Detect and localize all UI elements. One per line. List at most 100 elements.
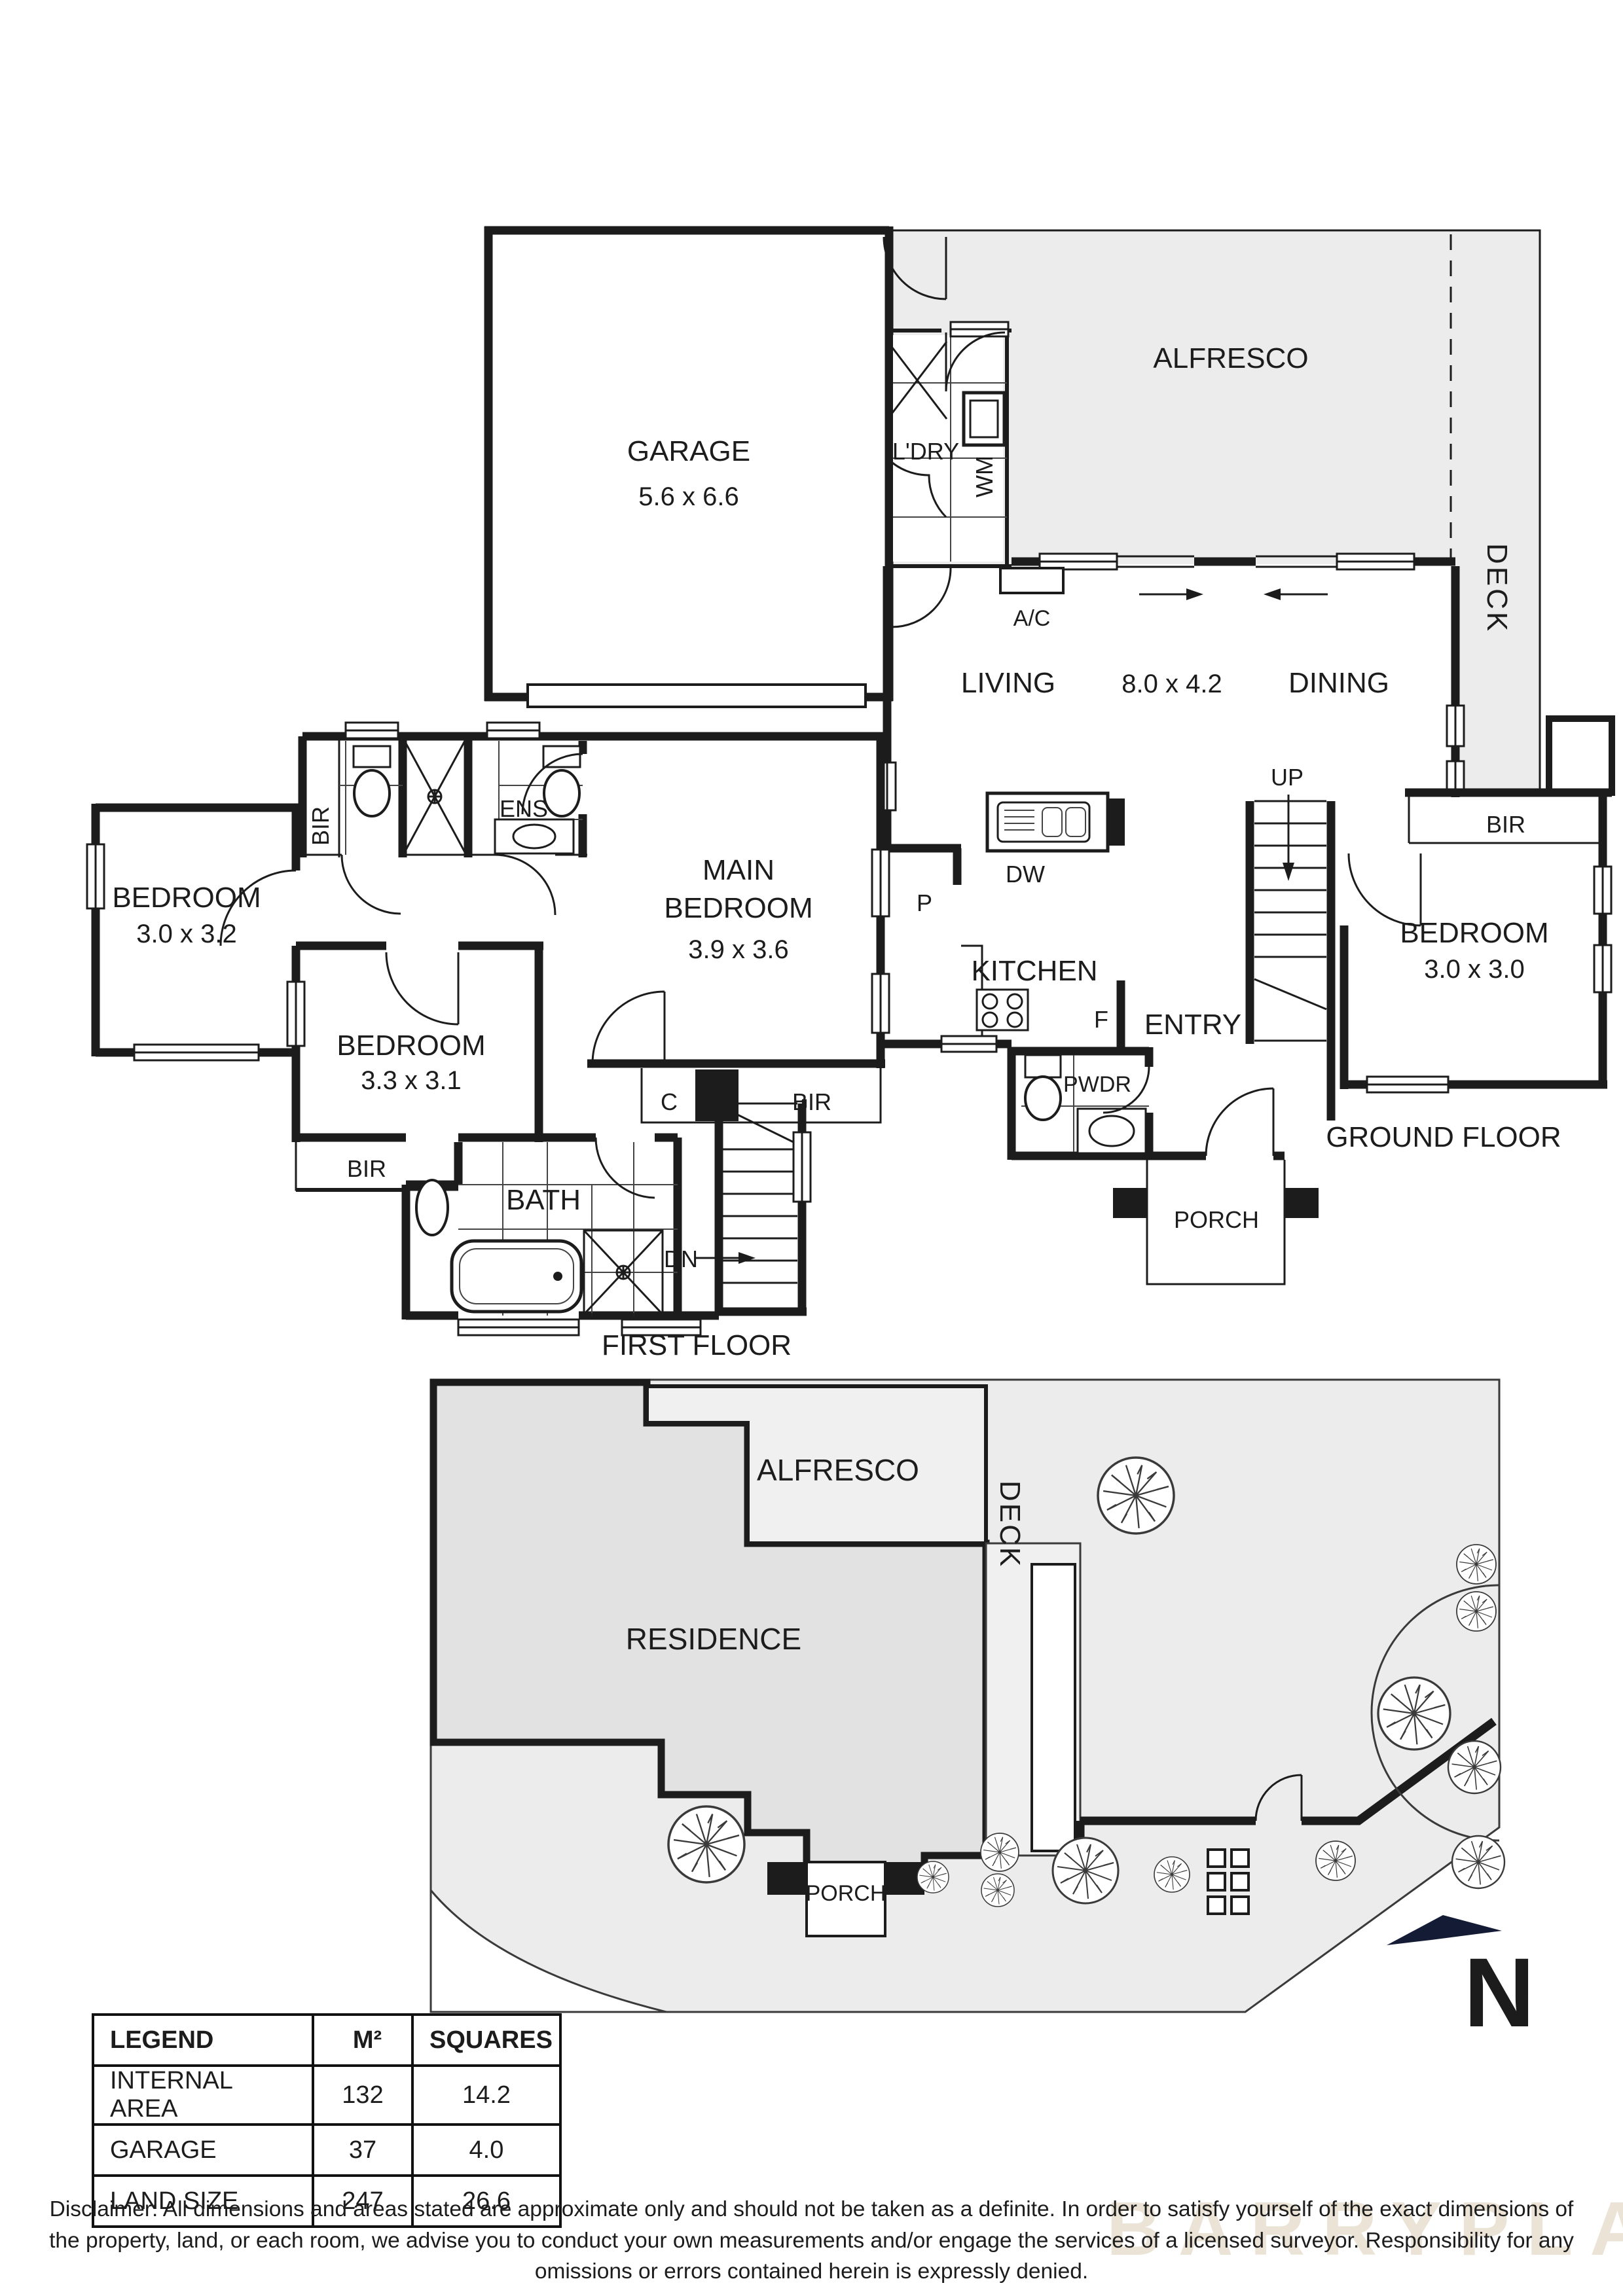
tree-icon <box>1456 1591 1497 1632</box>
porch <box>1113 1160 1319 1285</box>
legend-col-label: LEGEND <box>92 2013 314 2067</box>
legend-col-m2: M² <box>312 2013 414 2067</box>
watermark: BARRYPLANT <box>1106 2186 1623 2271</box>
legend-row-internal: INTERNAL AREA 132 14.2 <box>92 2064 562 2126</box>
north-label: N <box>1464 1937 1535 2047</box>
ff-bir2-label: BIR <box>347 1155 386 1182</box>
ff-main-bedroom <box>591 848 890 1064</box>
tree-icon <box>981 1873 1015 1907</box>
ac-label: A/C <box>1013 606 1051 631</box>
ground-floor-plan: GARAGE 5.6 x 6.6 ALFRESCO DECK L'DRY WM … <box>484 226 1615 1285</box>
living-dining-dims: 8.0 x 4.2 <box>1122 670 1222 698</box>
entry-label: ENTRY <box>1144 1009 1241 1041</box>
ff-main-dims: 3.9 x 3.6 <box>688 935 788 964</box>
site-porch-label: PORCH <box>806 1881 886 1906</box>
legend-internal-squares: 14.2 <box>411 2064 562 2126</box>
legend-header-row: LEGEND M² SQUARES <box>92 2013 562 2067</box>
legend-garage-label: GARAGE <box>92 2123 314 2177</box>
first-floor-title: FIRST FLOOR <box>602 1329 792 1361</box>
legend-internal-m2: 132 <box>312 2064 414 2126</box>
tree-icon <box>980 1833 1019 1872</box>
kitchen-island <box>985 791 1125 853</box>
legend-row-garage: GARAGE 37 4.0 <box>92 2123 562 2177</box>
ldry-label: L'DRY <box>892 438 959 465</box>
ff-bath-label: BATH <box>506 1184 581 1216</box>
kitchen-label: KITCHEN <box>971 955 1097 987</box>
kitchen-bench <box>961 944 1125 1052</box>
ground-floor-title: GROUND FLOOR <box>1326 1121 1561 1153</box>
garage-dims: 5.6 x 6.6 <box>638 482 739 511</box>
legend-garage-squares: 4.0 <box>411 2123 562 2177</box>
legend-land-m2: 247 <box>312 2174 414 2228</box>
deck-area <box>1451 230 1540 791</box>
ff-main-label2: BEDROOM <box>664 892 812 924</box>
ff-bedroom2-dims: 3.3 x 3.1 <box>361 1066 461 1095</box>
powder-room <box>1007 1047 1154 1160</box>
ff-main-label1: MAIN <box>702 854 775 886</box>
site-porch <box>767 1861 924 1937</box>
legend-land-label: LAND SIZE <box>92 2174 314 2228</box>
ac-unit <box>999 567 1065 594</box>
tree-icon <box>1315 1840 1356 1881</box>
garage-door <box>526 683 867 708</box>
pantry-label: P <box>917 889 932 916</box>
paving-grid <box>1207 1848 1250 1915</box>
ff-bir1-label: BIR <box>307 806 334 846</box>
ff-bedroom1-dims: 3.0 x 3.2 <box>136 920 236 948</box>
alfresco-side-door-arc <box>883 236 947 300</box>
dining-east-windows <box>1446 704 1465 795</box>
fridge-label: F <box>1094 1006 1108 1033</box>
garage-room <box>484 226 894 708</box>
legend-table: LEGEND M² SQUARES INTERNAL AREA 132 14.2… <box>92 2013 562 2228</box>
pwdr-label: PWDR <box>1063 1072 1131 1097</box>
tree-icon <box>667 1805 746 1884</box>
dw-label: DW <box>1006 861 1045 888</box>
tree-icon <box>917 1861 949 1893</box>
ff-ens-label: ENS <box>500 795 548 822</box>
ff-ens-block <box>298 721 587 916</box>
ff-bir3-label: BIR <box>792 1088 831 1115</box>
ff-bedroom1 <box>86 803 302 1062</box>
up-label: UP <box>1271 764 1304 791</box>
ground-bedroom-label: BEDROOM <box>1400 917 1548 949</box>
laundry-room <box>885 321 1012 628</box>
tree-icon <box>1154 1856 1190 1893</box>
site-deck-label: DECK <box>994 1480 1026 1568</box>
ff-bath <box>401 1133 719 1336</box>
legend-land-squares: 26.6 <box>411 2174 562 2228</box>
first-floor-plan: BEDROOM 3.0 x 3.2 BIR ENS MAIN BEDROOM 3… <box>86 721 890 1361</box>
wm-label: WM <box>971 456 998 497</box>
stairs-up <box>1245 795 1336 1121</box>
site-plan: ALFRESCO DECK RESIDENCE PORCH <box>429 1378 1506 2013</box>
tree-icon <box>1051 1837 1120 1905</box>
ground-bir-label: BIR <box>1486 811 1525 838</box>
garden-bed-arc <box>1370 1584 1500 1842</box>
ff-bedroom1-label: BEDROOM <box>112 882 261 914</box>
ff-dn-label: DN <box>664 1246 698 1272</box>
disclaimer-text: Disclaimer: All dimensions and areas sta… <box>49 2197 1574 2284</box>
tree-icon <box>1456 1544 1497 1585</box>
pantry <box>887 844 962 885</box>
ff-bedroom2-label: BEDROOM <box>337 1030 485 1062</box>
ff-bedroom2 <box>286 941 543 1142</box>
site-residence-label: RESIDENCE <box>626 1622 801 1656</box>
tree-icon <box>1451 1835 1506 1890</box>
ground-bedroom-dims: 3.0 x 3.0 <box>1424 955 1524 984</box>
north-arrow-icon: N <box>1387 1915 1535 2047</box>
living-label: LIVING <box>961 667 1055 699</box>
porch-label: PORCH <box>1174 1206 1259 1233</box>
alfresco-label: ALFRESCO <box>1153 342 1308 374</box>
legend-row-land: LAND SIZE 247 26.6 <box>92 2174 562 2228</box>
ff-stairs-down <box>621 1099 812 1336</box>
deck-label: DECK <box>1481 543 1513 634</box>
legend-internal-label: INTERNAL AREA <box>92 2064 314 2126</box>
tree-icon <box>1097 1456 1175 1535</box>
tree-icon <box>1377 1676 1451 1751</box>
tree-icon <box>1447 1740 1502 1795</box>
legend-garage-m2: 37 <box>312 2123 414 2177</box>
legend-col-squares: SQUARES <box>411 2013 562 2067</box>
ff-closet-label: C <box>661 1088 678 1115</box>
living-north-wall <box>1012 552 1455 600</box>
